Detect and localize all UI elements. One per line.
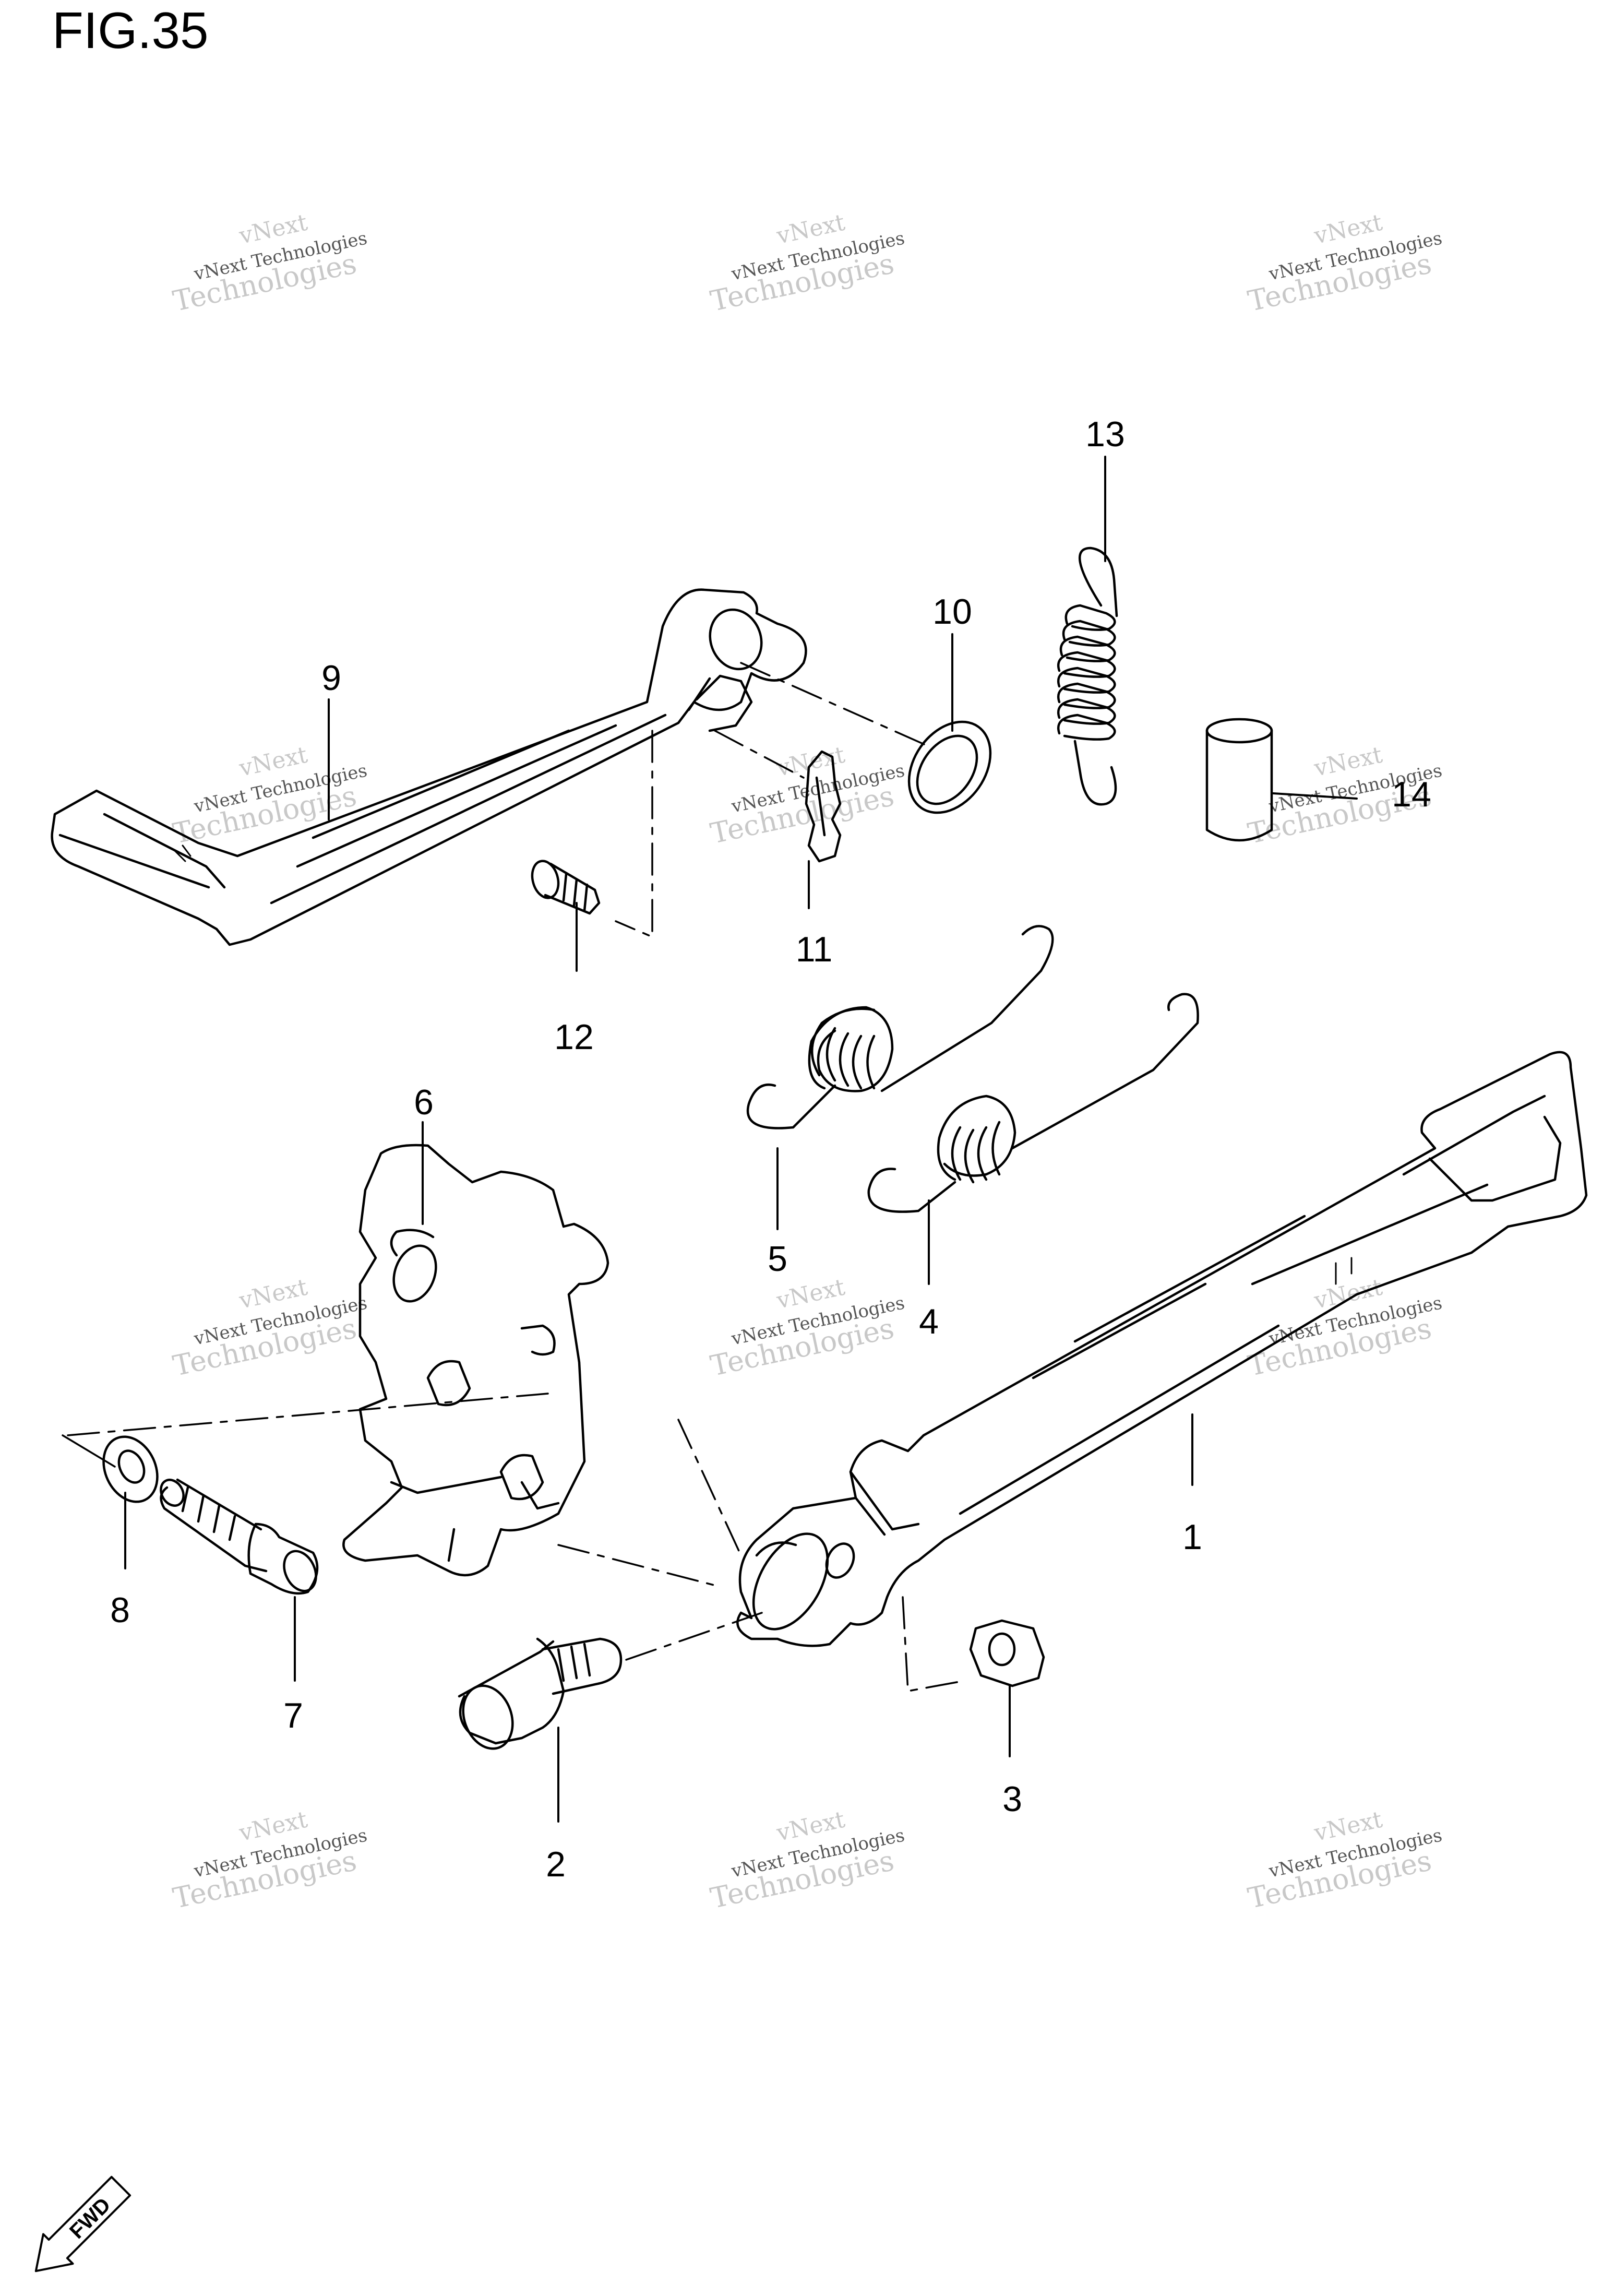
watermark: vNext vNext Technologies Technologies xyxy=(708,1806,906,1914)
leader-lines xyxy=(124,456,1358,1823)
watermark: vNext vNext Technologies Technologies xyxy=(708,209,906,317)
stand-spring-lower-part xyxy=(867,993,1199,1213)
callout-5: 5 xyxy=(768,1239,787,1279)
clip-part xyxy=(805,750,842,863)
callout-10: 10 xyxy=(932,592,972,632)
callout-8: 8 xyxy=(110,1590,130,1630)
washer-part xyxy=(907,720,992,814)
pedal-lever-part xyxy=(51,588,807,946)
watermark: vNext vNext Technologies Technologies xyxy=(708,1274,906,1382)
watermark: vNext vNext Technologies Technologies xyxy=(170,741,369,850)
callout-9: 9 xyxy=(321,658,341,698)
assembly-lines xyxy=(67,662,966,1692)
callout-11: 11 xyxy=(796,930,833,969)
side-stand-part xyxy=(736,1051,1588,1647)
watermark: vNext vNext Technologies Technologies xyxy=(170,1806,369,1914)
pedal-bolt-part xyxy=(531,860,601,915)
watermark: vNext vNext Technologies Technologies xyxy=(1245,209,1444,317)
spring-part xyxy=(1057,546,1118,806)
stand-bracket-part xyxy=(342,1144,609,1577)
callout-labels: 13 10 9 14 11 12 6 5 4 1 8 7 3 2 xyxy=(110,414,1431,1884)
callout-7: 7 xyxy=(283,1696,303,1735)
callout-1: 1 xyxy=(1182,1517,1202,1557)
pivot-nut-part xyxy=(969,1619,1045,1687)
figure-title: FIG.35 xyxy=(52,2,209,59)
watermark: vNext vNext Technologies Technologies xyxy=(1245,1806,1444,1914)
callout-14: 14 xyxy=(1392,775,1431,814)
watermark: vNext vNext Technologies Technologies xyxy=(708,741,906,850)
bracket-washer-part xyxy=(102,1435,159,1503)
callout-4: 4 xyxy=(919,1302,939,1341)
callout-12: 12 xyxy=(554,1017,594,1057)
assembly-lines-solid xyxy=(62,1434,116,1468)
fwd-arrow-icon: FWD xyxy=(34,2175,131,2273)
bracket-bolt-part xyxy=(160,1478,319,1595)
callout-2: 2 xyxy=(546,1845,566,1884)
watermark: vNext vNext Technologies Technologies xyxy=(1245,1274,1444,1382)
collar-part xyxy=(1205,718,1273,842)
callout-6: 6 xyxy=(414,1082,434,1122)
stand-spring-upper-part xyxy=(746,925,1054,1129)
watermark-layer: vNext vNext Technologies Technologies vN… xyxy=(170,209,1444,1914)
watermark: vNext vNext Technologies Technologies xyxy=(170,209,369,317)
pivot-bolt-part xyxy=(458,1637,623,1750)
callout-13: 13 xyxy=(1085,414,1125,454)
watermark: vNext vNext Technologies Technologies xyxy=(170,1274,369,1382)
callout-3: 3 xyxy=(1002,1779,1022,1819)
